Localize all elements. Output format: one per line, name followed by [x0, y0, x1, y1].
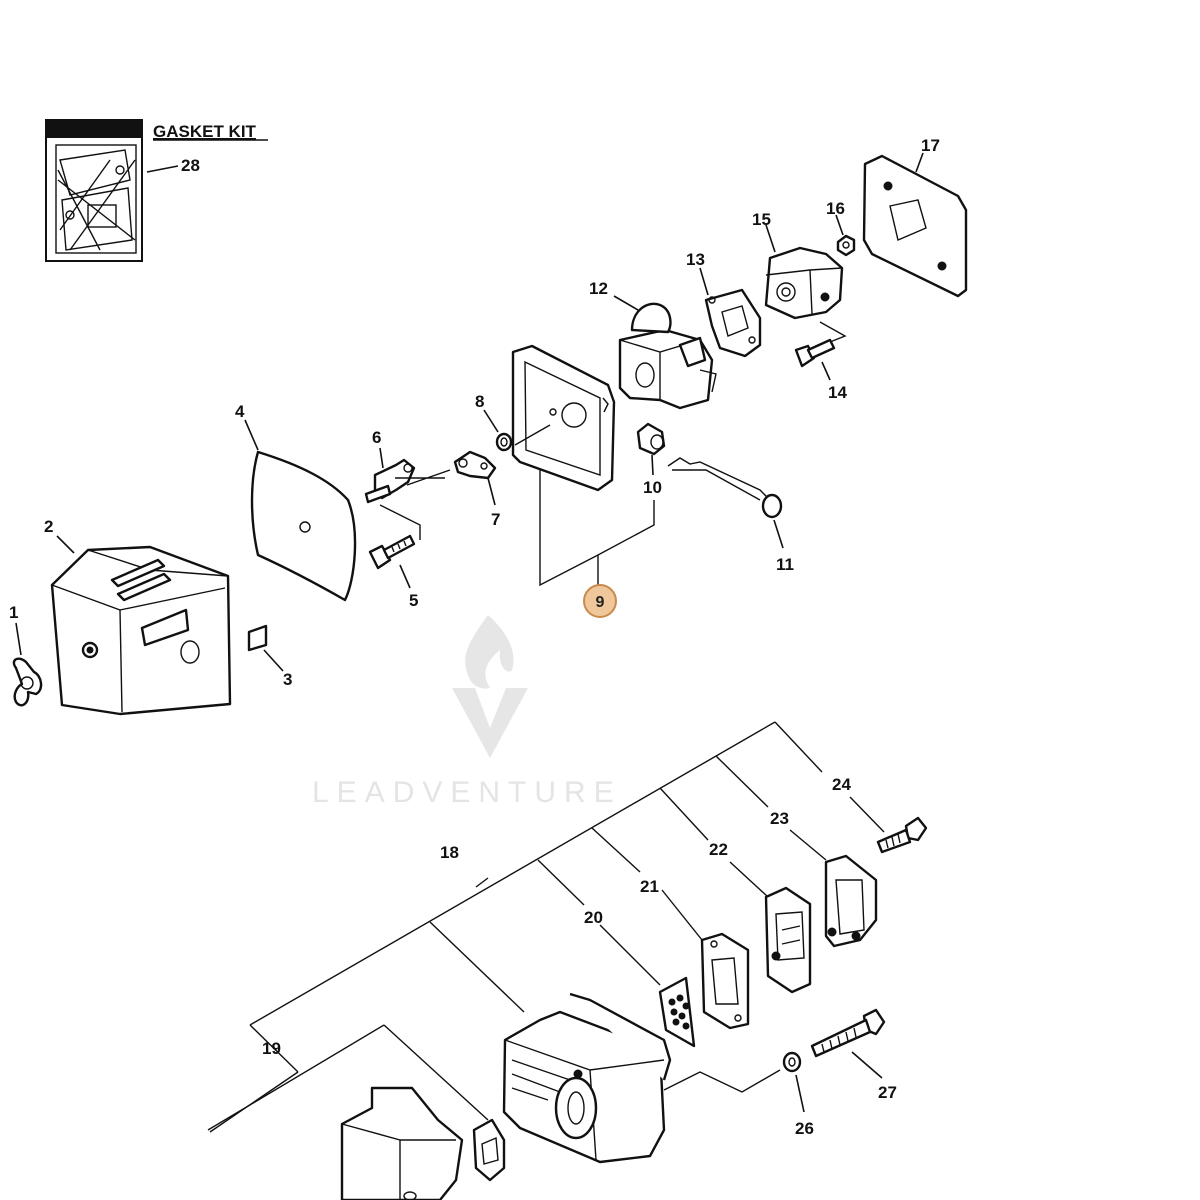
callout-1[interactable]: 1: [9, 603, 18, 622]
callout-19[interactable]: 19: [262, 1039, 281, 1058]
callout-16[interactable]: 16: [826, 199, 845, 218]
gasket-kit-title: GASKET KIT: [153, 122, 257, 141]
callout-3[interactable]: 3: [283, 670, 292, 689]
muffler-leader-tree: [207, 721, 885, 1133]
part-27-bolt[interactable]: 27: [810, 1008, 897, 1102]
part-9-base-plate[interactable]: [511, 344, 655, 587]
callout-21[interactable]: 21: [640, 877, 659, 896]
part-18-muffler[interactable]: [502, 992, 781, 1164]
callout-17[interactable]: 17: [921, 136, 940, 155]
callout-10[interactable]: 10: [643, 478, 662, 497]
callout-6[interactable]: 6: [372, 428, 381, 447]
part-8-washer[interactable]: 8: [475, 392, 513, 452]
part-20-spark-screen[interactable]: [658, 976, 696, 1048]
part-17-gasket[interactable]: 17: [862, 136, 968, 298]
callout-13[interactable]: 13: [686, 250, 705, 269]
callout-8[interactable]: 8: [475, 392, 484, 411]
part-7-plate[interactable]: 7: [453, 450, 500, 529]
callout-27[interactable]: 27: [878, 1083, 897, 1102]
watermark-v-icon: [452, 688, 528, 758]
watermark-text: LEADVENTURE: [312, 776, 622, 809]
part-13-carb-gasket[interactable]: 13: [686, 250, 762, 358]
part-15-flange[interactable]: 15: [752, 210, 844, 320]
part-1-wing-nut[interactable]: 1: [9, 603, 43, 707]
callout-14[interactable]: 14: [828, 383, 847, 402]
callout-18[interactable]: 18: [440, 843, 459, 862]
gasket-kit-illustration: [55, 144, 137, 254]
callout-23[interactable]: 23: [770, 809, 789, 828]
part-23-muffler-flange[interactable]: [824, 854, 878, 948]
callout-28-leader: [146, 165, 179, 173]
callout-5[interactable]: 5: [409, 591, 418, 610]
leadventure-watermark: LEADVENTURE: [312, 615, 622, 809]
callout-15[interactable]: 15: [752, 210, 771, 229]
part-4-filter-element[interactable]: 4: [235, 402, 357, 602]
callout-7[interactable]: 7: [491, 510, 500, 529]
part-14-screw[interactable]: 14: [794, 321, 847, 402]
callout-26[interactable]: 26: [795, 1119, 814, 1138]
callout-28[interactable]: 28: [181, 156, 200, 175]
part-12-carburetor[interactable]: 12: [589, 279, 717, 410]
part-2-air-filter-cover[interactable]: 2: [44, 517, 232, 716]
gasket-kit-header-bar: [46, 120, 142, 138]
part-22-cooling-plate[interactable]: [764, 886, 812, 994]
callout-12[interactable]: 12: [589, 279, 608, 298]
callout-4[interactable]: 4: [235, 402, 245, 421]
watermark-flame-icon: [465, 615, 514, 689]
part-19-heat-shield[interactable]: [340, 1086, 464, 1200]
callout-22[interactable]: 22: [709, 840, 728, 859]
part-11-choke-rod[interactable]: 11: [667, 457, 794, 574]
part-24-bolt[interactable]: [876, 816, 928, 854]
part-19-gasket[interactable]: [472, 1118, 506, 1182]
callout-11[interactable]: 11: [776, 555, 794, 574]
callout-20[interactable]: 20: [584, 908, 603, 927]
callout-9-highlight[interactable]: 9: [583, 584, 617, 618]
gasket-kit[interactable]: GASKET KIT 28: [45, 119, 268, 262]
part-5-bolt[interactable]: 5: [368, 534, 418, 610]
part-6-bracket[interactable]: 6: [364, 428, 451, 540]
part-26-washer[interactable]: 26: [782, 1051, 814, 1138]
part-3-seal[interactable]: 3: [247, 624, 292, 689]
callout-24[interactable]: 24: [832, 775, 851, 794]
callout-9[interactable]: 9: [596, 594, 605, 611]
part-10-grommet[interactable]: 10: [636, 422, 666, 497]
part-16-nut[interactable]: 16: [826, 199, 856, 257]
part-21-gasket[interactable]: [700, 932, 750, 1030]
callout-2[interactable]: 2: [44, 517, 53, 536]
